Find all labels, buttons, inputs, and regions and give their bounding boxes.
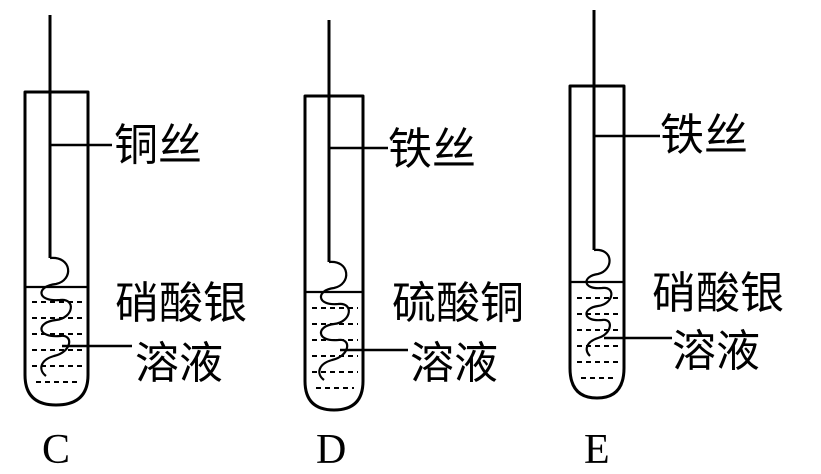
- setup-letter-c: C: [42, 427, 70, 473]
- setup-letter-e: E: [584, 427, 610, 473]
- solution-label-e-line2: 溶液: [672, 326, 760, 377]
- coil-c: [40, 256, 72, 377]
- coil-d: [318, 260, 350, 381]
- solution-label-d-line2: 溶液: [410, 338, 498, 389]
- metal-label-d: 铁丝: [388, 124, 476, 175]
- test-tube-d: [303, 94, 365, 412]
- solution-label-c-line2: 溶液: [135, 338, 223, 389]
- metal-label-e: 铁丝: [660, 110, 748, 161]
- setup-e: 铁丝 硝酸银 溶液 E: [568, 10, 784, 473]
- solution-hatch-c: [32, 301, 82, 383]
- solution-label-c-line1: 硝酸银: [115, 278, 247, 329]
- solution-label-d-line1: 硫酸铜: [392, 278, 524, 329]
- setup-letter-d: D: [316, 427, 346, 473]
- metal-label-c: 铜丝: [114, 120, 202, 171]
- setup-d: 铁丝 硫酸铜 溶液 D: [303, 20, 524, 473]
- solution-label-e-line1: 硝酸银: [652, 268, 784, 319]
- setup-c: 铜丝 硝酸银 溶液 C: [23, 15, 247, 473]
- solution-hatch-d: [312, 307, 358, 389]
- test-tube-c: [23, 90, 90, 407]
- test-tube-e: [568, 84, 626, 400]
- coil-e: [585, 248, 613, 357]
- solution-hatch-e: [577, 297, 618, 379]
